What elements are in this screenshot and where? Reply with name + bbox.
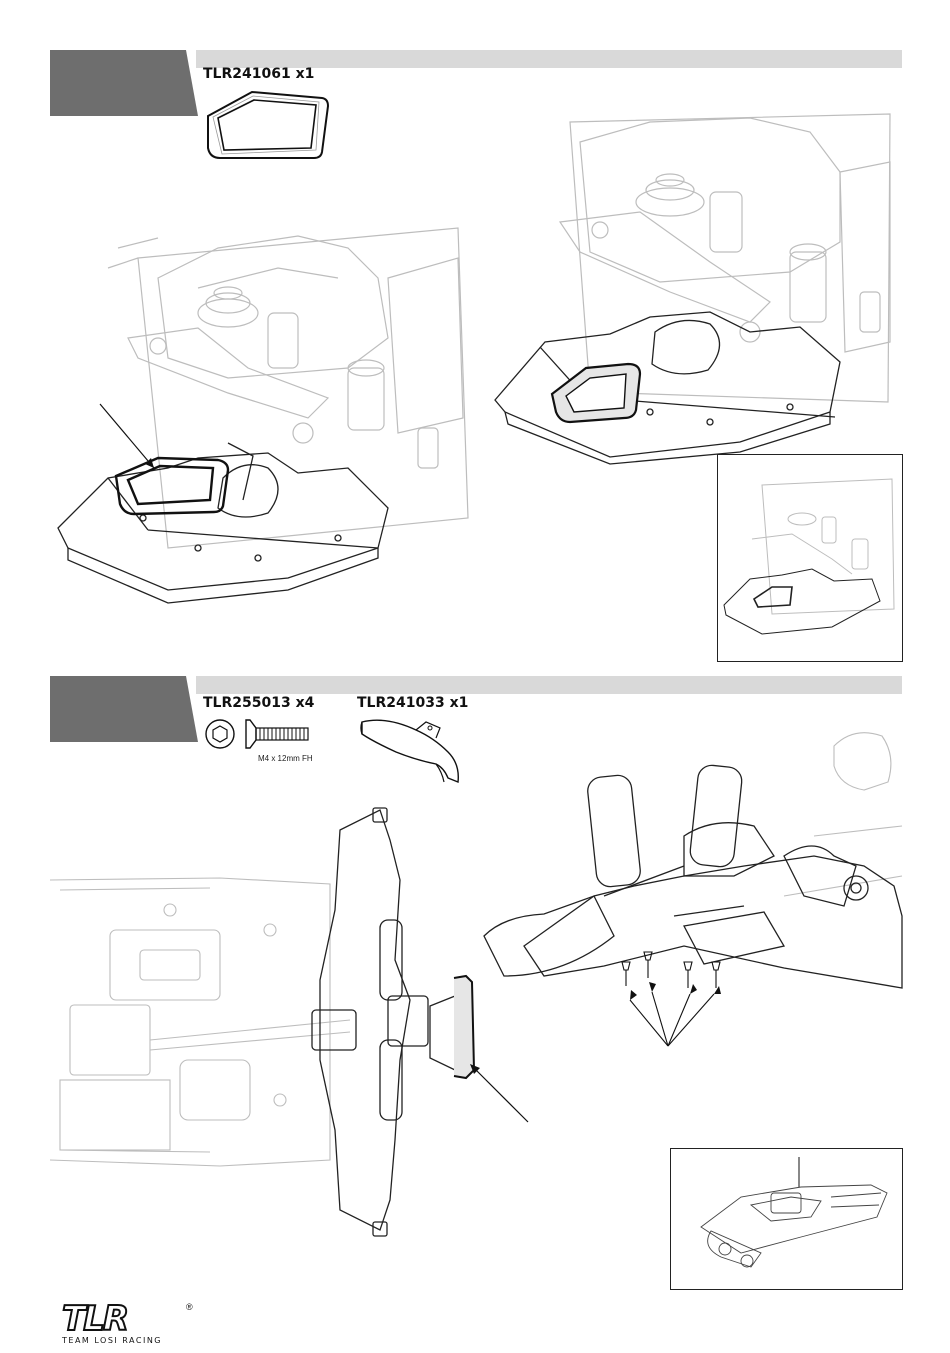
flat-head-screw-icon — [204, 716, 316, 756]
step-2-number-box — [50, 676, 186, 742]
step-2-part-2-code: TLR241033 x1 — [357, 695, 468, 711]
step-2-header-bar — [196, 676, 902, 694]
step-1-overview-inset — [717, 454, 903, 662]
screw-callout-arrows — [618, 970, 728, 1050]
step-1-overview-diagram — [722, 479, 898, 639]
step-2-screw-spec: M4 x 12mm FH — [258, 754, 313, 763]
arrow-pointer-icon-2 — [466, 1062, 536, 1126]
front-chassis-assembly-diagram-after — [490, 112, 896, 464]
step-2-part-1-code: TLR255013 x4 — [203, 695, 314, 711]
registered-mark: ® — [186, 1302, 193, 1312]
step-2-overview-diagram — [681, 1157, 893, 1281]
step-2-overview-inset — [670, 1148, 903, 1290]
chassis-top-view-diagram — [50, 800, 490, 1240]
front-suspension-underside-diagram — [484, 716, 902, 998]
tlr-brand-logo: TLR TEAM LOSI RACING — [62, 1304, 162, 1345]
arrow-pointer-icon — [98, 400, 168, 480]
skid-guard-part-icon — [356, 712, 464, 792]
step-1-part-code: TLR241061 x1 — [203, 66, 314, 82]
step-1-number-box — [50, 50, 186, 116]
tlr-logo-tagline: TEAM LOSI RACING — [62, 1336, 162, 1345]
rectangular-frame-part-icon — [200, 86, 332, 166]
tlr-logo-mark: TLR — [62, 1304, 162, 1334]
